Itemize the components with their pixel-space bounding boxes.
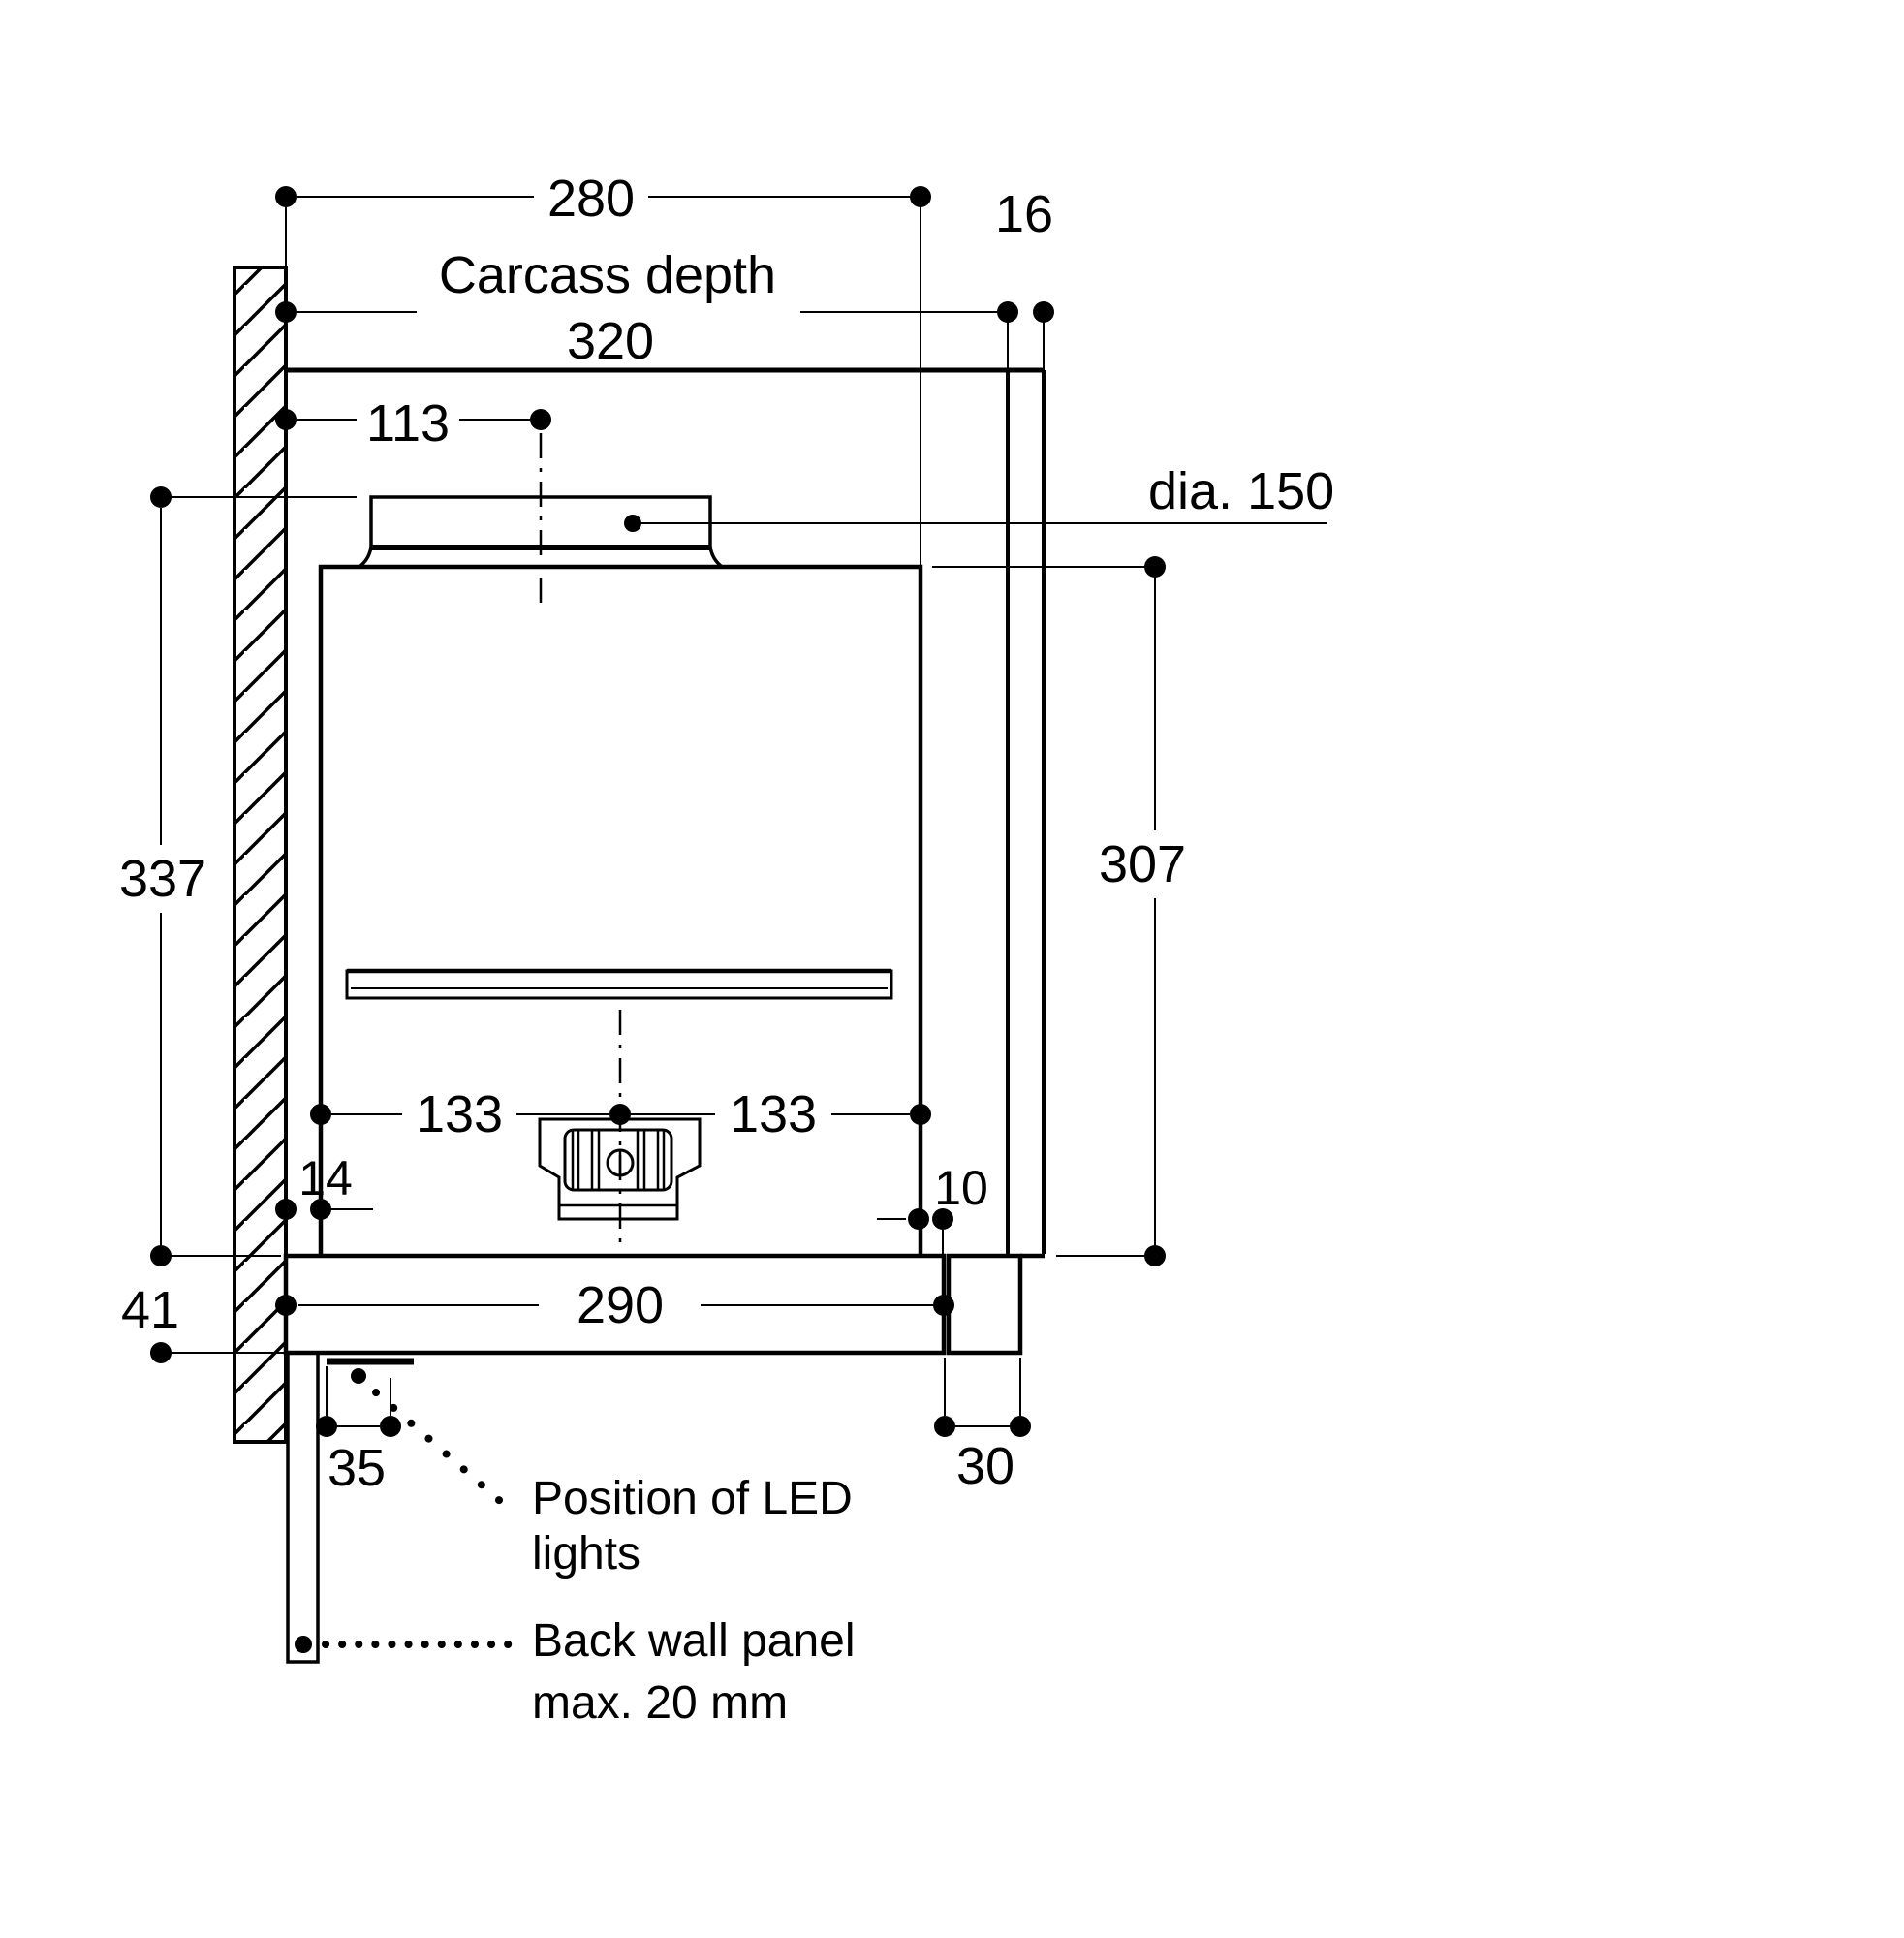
dot-320-left <box>275 301 297 323</box>
dim-label-337: 337 <box>119 850 206 908</box>
hood-body <box>318 564 923 1256</box>
wall-outline <box>233 266 288 1444</box>
led-strip <box>327 1358 414 1384</box>
dot-14-right <box>310 1199 331 1220</box>
dim-label-133-right: 133 <box>730 1085 817 1143</box>
dot-133-right <box>910 1104 931 1125</box>
terminal-barrel <box>563 1128 673 1192</box>
filter-bar-outline <box>345 969 893 1000</box>
dot-337-bottom <box>150 1245 172 1266</box>
terminal-screw <box>606 1148 635 1177</box>
dim-label-16: 16 <box>995 185 1053 243</box>
terminal-box-outline <box>538 1117 702 1221</box>
dimension-lines <box>160 196 1327 1427</box>
extension-lines <box>161 197 1144 1416</box>
bottom-frame-front-strip <box>946 1253 1023 1356</box>
label-duct-diameter: dia. 150 <box>1148 462 1334 520</box>
dim-label-280: 280 <box>547 170 635 228</box>
dot-30-right <box>1010 1416 1031 1437</box>
led-dotted-leader <box>372 1389 512 1512</box>
dot-30-left <box>934 1416 955 1437</box>
wall-hatch-fill <box>234 267 286 1442</box>
dot-307-top <box>1144 556 1166 578</box>
centerlines <box>539 433 622 1245</box>
dot-307-bottom <box>1144 1245 1166 1266</box>
dot-290-right <box>933 1295 954 1316</box>
led-note-line1: Position of LED <box>532 1473 853 1524</box>
dim-label-14: 14 <box>298 1151 353 1205</box>
dot-35-right <box>380 1416 401 1437</box>
dim-label-307: 307 <box>1099 835 1186 893</box>
dot-113-right <box>530 409 551 430</box>
dim-label-35: 35 <box>328 1439 386 1497</box>
terminal-box <box>538 1117 702 1221</box>
filter-bar <box>345 968 893 1000</box>
led-leader-anchor-dot <box>351 1368 366 1384</box>
dim-label-10: 10 <box>934 1161 988 1215</box>
dimension-dots <box>150 186 1166 1437</box>
label-carcass-depth: Carcass depth <box>439 246 776 304</box>
back-panel-note-line2: max. 20 mm <box>532 1677 788 1729</box>
dot-337-top <box>150 486 172 508</box>
dot-10-right <box>932 1208 953 1230</box>
terminal-barrel-ribs <box>571 1130 666 1190</box>
wall-section <box>233 266 288 1444</box>
dim-label-320: 320 <box>567 312 654 370</box>
dim-label-41: 41 <box>121 1281 179 1339</box>
back-panel-note-line1: Back wall panel <box>532 1615 856 1667</box>
dim-label-290: 290 <box>577 1276 664 1334</box>
dot-14-left <box>275 1199 297 1220</box>
dot-133-center <box>609 1104 631 1125</box>
dot-320-right-inner <box>997 301 1018 323</box>
dotted-leaders <box>322 1389 523 1648</box>
dot-dia-150 <box>624 515 641 532</box>
back-wall-panel <box>286 1351 320 1664</box>
dot-41-bottom <box>150 1342 172 1363</box>
front-panel <box>1006 370 1046 1254</box>
dot-113-left <box>275 409 297 430</box>
dot-280-right <box>910 186 931 207</box>
dot-133-left <box>310 1104 331 1125</box>
dim-label-113: 113 <box>366 394 450 453</box>
dim-label-133-left: 133 <box>416 1085 503 1143</box>
dim-label-30: 30 <box>956 1437 1014 1495</box>
dot-280-left <box>275 186 297 207</box>
back-panel-leader-dot <box>295 1636 312 1653</box>
dot-320-right-outer <box>1033 301 1054 323</box>
dot-10-left <box>908 1208 929 1230</box>
dot-35-left <box>316 1416 337 1437</box>
dot-290-left <box>275 1295 297 1316</box>
led-note-line2: lights <box>532 1528 640 1579</box>
